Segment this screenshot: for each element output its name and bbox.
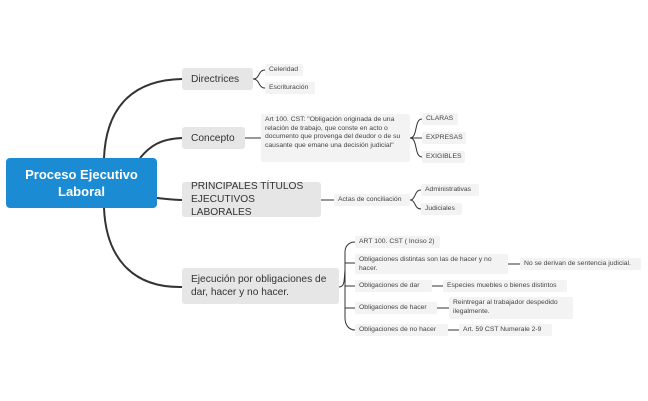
link-detail-exigibles xyxy=(409,137,423,158)
subtopic-obligaciones-no-hacer[interactable]: Obligaciones de no hacer xyxy=(355,324,448,336)
topic-ejecucion-obligaciones[interactable]: Ejecución por obligaciones de dar, hacer… xyxy=(182,268,339,304)
link-actas-administrativas xyxy=(409,189,422,201)
topic-titulos-ejecutivos[interactable]: PRINCIPALES TÍTULOS EJECUTIVOS LABORALES xyxy=(182,181,321,218)
subtopic-judiciales[interactable]: Judiciales xyxy=(421,203,462,215)
root-topic[interactable]: Proceso Ejecutivo Laboral xyxy=(6,158,157,208)
subtopic-art-59[interactable]: Art. 59 CST Numerale 2-9 xyxy=(459,324,552,336)
subtopic-obligaciones-hacer[interactable]: Obligaciones de hacer xyxy=(355,302,437,314)
subtopic-celeridad[interactable]: Celeridad xyxy=(265,64,303,76)
subtopic-administrativas[interactable]: Administrativas xyxy=(421,184,479,196)
subtopic-concepto-detail[interactable]: Art 100. CST: "Obligación originada de u… xyxy=(261,114,410,162)
subtopic-claras[interactable]: CLARAS xyxy=(422,113,458,125)
subtopic-obligaciones-dar[interactable]: Obligaciones de dar xyxy=(355,280,432,292)
subtopic-exigibles[interactable]: EXIGIBLES xyxy=(422,151,465,163)
link-actas-judiciales xyxy=(409,199,422,210)
link-root-directrices xyxy=(103,78,183,159)
link-directrices-celeridad xyxy=(252,69,266,80)
subtopic-actas-conciliacion[interactable]: Actas de conciliación xyxy=(334,194,410,206)
subtopic-no-sentencia[interactable]: No se derivan de sentencia judicial. xyxy=(520,258,641,270)
subtopic-reintegrar[interactable]: Reintregar al trabajador despedido ilega… xyxy=(449,297,573,319)
link-directrices-escrituracion xyxy=(252,78,266,89)
link-ejecucion-trunk xyxy=(338,241,356,331)
subtopic-expresas[interactable]: EXPRESAS xyxy=(422,132,466,144)
subtopic-art-100[interactable]: ART 100. CST ( Inciso 2) xyxy=(355,236,440,248)
link-root-titulos xyxy=(156,197,183,201)
subtopic-especies-muebles[interactable]: Especies muebles o bienes distintos xyxy=(443,280,567,292)
subtopic-obligaciones-distintas[interactable]: Obligaciones distintas son las de hacer … xyxy=(355,254,508,274)
subtopic-escrituracion[interactable]: Escrituración xyxy=(265,82,315,94)
link-root-ejecucion xyxy=(103,207,183,289)
link-detail-claras xyxy=(409,118,423,139)
topic-directrices[interactable]: Directrices xyxy=(182,68,253,90)
topic-concepto[interactable]: Concepto xyxy=(182,127,245,149)
link-root-concepto xyxy=(139,137,183,159)
